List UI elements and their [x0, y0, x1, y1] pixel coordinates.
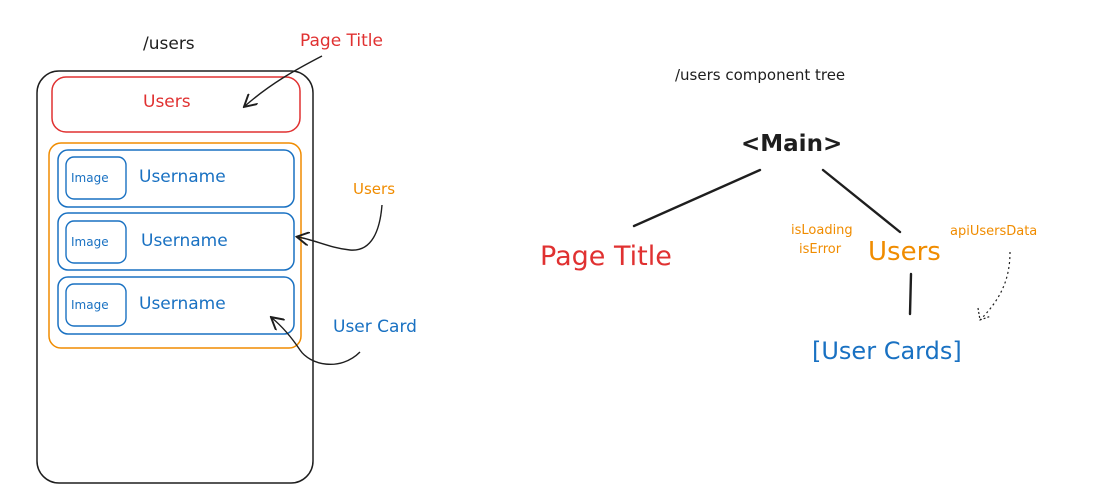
annotation-page-title: Page Title: [300, 31, 383, 51]
user-card-box-2: [57, 212, 295, 271]
user-card-arrow: [272, 318, 361, 366]
api-data-arrow: [979, 251, 1011, 321]
user-card-box-3: [57, 276, 295, 335]
tree-node-user-cards: [User Cards]: [812, 337, 962, 365]
annotation-user-card: User Card: [333, 317, 417, 337]
tree-api-users-data: apiUsersData: [950, 224, 1038, 239]
tree-title: /users component tree: [675, 66, 846, 84]
annotation-users: Users: [353, 180, 396, 198]
tree-node-page-title: Page Title: [540, 241, 672, 272]
image-box-1: [65, 156, 127, 200]
card-3-username: Username: [139, 294, 226, 314]
page-title-arrow: [245, 55, 323, 106]
tree-prop-iserror: isError: [799, 242, 842, 257]
card-2-image-label: Image: [71, 235, 109, 249]
tree-prop-isloading: isLoading: [791, 223, 853, 238]
api-data-arrowhead: [977, 307, 992, 321]
user-card-box-1: [57, 149, 295, 208]
header-users-label: Users: [143, 92, 191, 112]
tree-node-users: Users: [868, 237, 941, 267]
tree-edge-main-users: [821, 168, 902, 234]
card-1-image-label: Image: [71, 171, 109, 185]
card-1-username: Username: [139, 167, 226, 187]
page-title-box: [51, 76, 301, 133]
tree-edge-main-pagetitle: [632, 168, 762, 228]
tree-edge-users-cards: [908, 272, 913, 316]
users-arrow: [298, 204, 383, 251]
image-box-2: [65, 220, 127, 264]
card-2-username: Username: [141, 231, 228, 251]
route-label: /users: [143, 34, 195, 54]
image-box-3: [65, 283, 127, 327]
phone-frame: [36, 70, 314, 484]
card-3-image-label: Image: [71, 298, 109, 312]
tree-root-main: <Main>: [741, 131, 843, 157]
